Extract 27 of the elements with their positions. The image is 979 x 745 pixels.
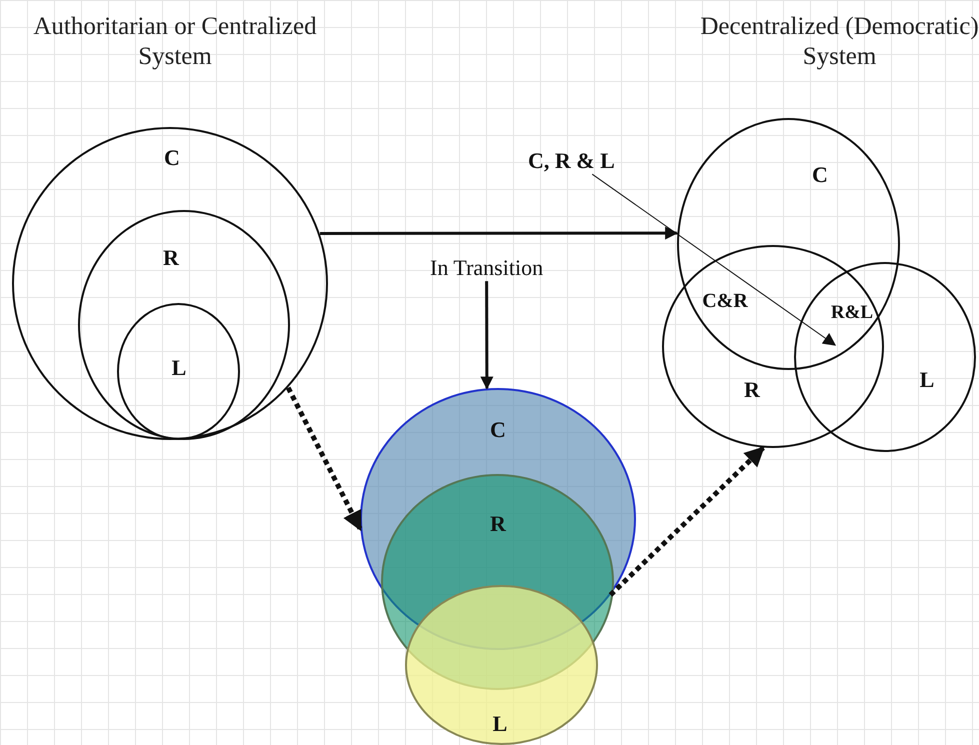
set-circle: [405, 585, 598, 745]
set-letter: R: [744, 377, 760, 403]
arrow: [608, 446, 766, 597]
leader-line: [592, 174, 836, 346]
set-letter: L: [920, 367, 934, 393]
intersection-label: C&R: [701, 289, 749, 314]
leader-text: C, R & L: [528, 148, 615, 174]
system-title: Decentralized (Democratic) System: [700, 12, 979, 72]
set-letter: C: [812, 162, 828, 188]
set-circle: [78, 210, 290, 440]
set-letter: L: [172, 355, 186, 381]
set-letter: C: [164, 145, 180, 171]
intersection-label: R&L: [830, 301, 874, 325]
arrow: [320, 226, 678, 240]
set-letter: L: [492, 711, 508, 737]
set-letter: R: [490, 511, 506, 537]
arrow: [286, 386, 363, 532]
set-circle: [662, 245, 884, 448]
arrow: [480, 281, 494, 390]
set-circle: [794, 262, 976, 452]
set-letter: C: [490, 417, 506, 443]
arrow-label: In Transition: [430, 255, 544, 281]
set-circle: [677, 118, 900, 370]
system-title: Authoritarian or Centralized System: [32, 12, 318, 72]
set-letter: R: [163, 245, 179, 271]
set-circle: [117, 303, 240, 440]
set-circle: [12, 127, 328, 440]
